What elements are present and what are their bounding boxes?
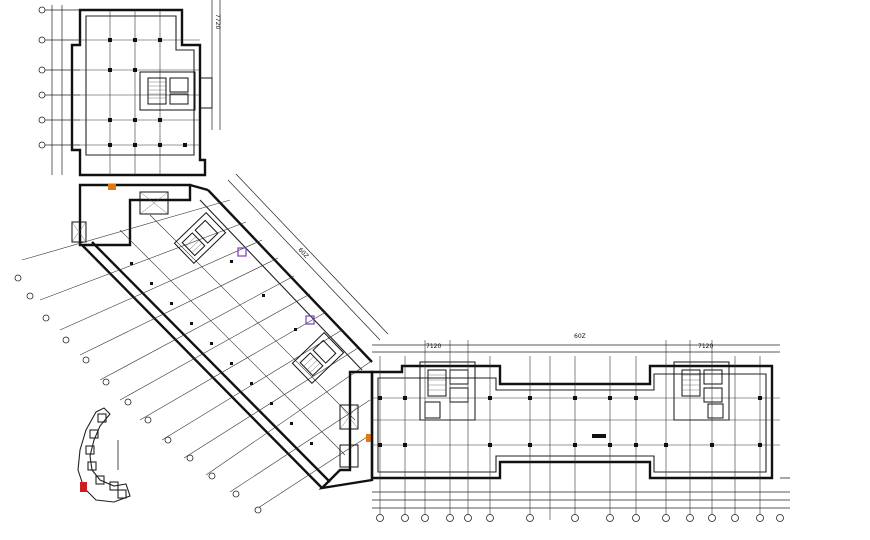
diagonal-wing: 60Z — [14, 173, 389, 514]
east-wing: 60Z 7120 7120 — [370, 333, 790, 522]
orange-marker-2 — [366, 434, 372, 442]
east-core-1 — [419, 361, 476, 421]
east-dimension-label: 60Z — [574, 333, 586, 340]
core1-dimension-label: 7120 — [426, 343, 441, 350]
north-dimension-label: 7720 — [214, 14, 221, 29]
east-axis-bubbles — [376, 514, 784, 522]
diagonal-dimension-label: 60Z — [297, 247, 310, 260]
purple-marker-2 — [305, 315, 315, 325]
diagonal-axis-bubbles — [14, 274, 262, 514]
junction-block — [318, 370, 374, 490]
room-tag — [592, 434, 606, 438]
orange-marker — [108, 184, 116, 190]
diagonal-core-2 — [291, 331, 345, 385]
diagonal-core-1 — [173, 211, 227, 265]
east-wing-outline — [370, 364, 774, 480]
north-wing: 7720 — [38, 0, 221, 177]
north-wing-outline — [70, 8, 207, 177]
purple-marker-1 — [237, 247, 247, 257]
connector-block — [71, 183, 192, 247]
key-plan-highlight — [80, 482, 87, 492]
east-core-2 — [673, 361, 730, 421]
key-plan — [77, 407, 131, 503]
north-core — [139, 71, 213, 111]
north-left-axes — [38, 5, 80, 175]
core2-dimension-label: 7120 — [698, 343, 713, 350]
